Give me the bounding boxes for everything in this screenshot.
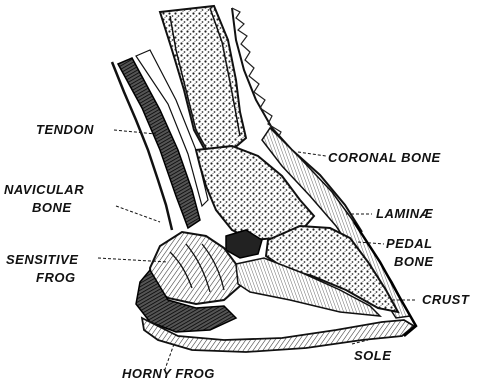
- label-navicular-bone-line1: NAVICULAR: [4, 182, 84, 197]
- label-sensitive-frog-line2: FROG: [36, 270, 76, 285]
- label-navicular-bone-line2: BONE: [32, 200, 72, 215]
- label-coronal-bone: CORONAL BONE: [328, 150, 441, 165]
- label-pedal-bone-line2: BONE: [394, 254, 434, 269]
- label-sensitive-frog-line1: SENSITIVE: [6, 252, 78, 267]
- label-tendon: TENDON: [36, 122, 94, 137]
- leader-coronal: [298, 152, 326, 156]
- pastern-bone: [160, 6, 246, 152]
- leader-navicular: [116, 206, 160, 222]
- label-pedal-bone-line1: PEDAL: [386, 236, 433, 251]
- label-horny-frog: HORNY FROG: [122, 366, 215, 381]
- label-sole: SOLE: [354, 348, 391, 363]
- label-crust: CRUST: [422, 292, 469, 307]
- label-laminae: LAMINÆ: [376, 206, 433, 221]
- leader-tendon: [114, 130, 156, 134]
